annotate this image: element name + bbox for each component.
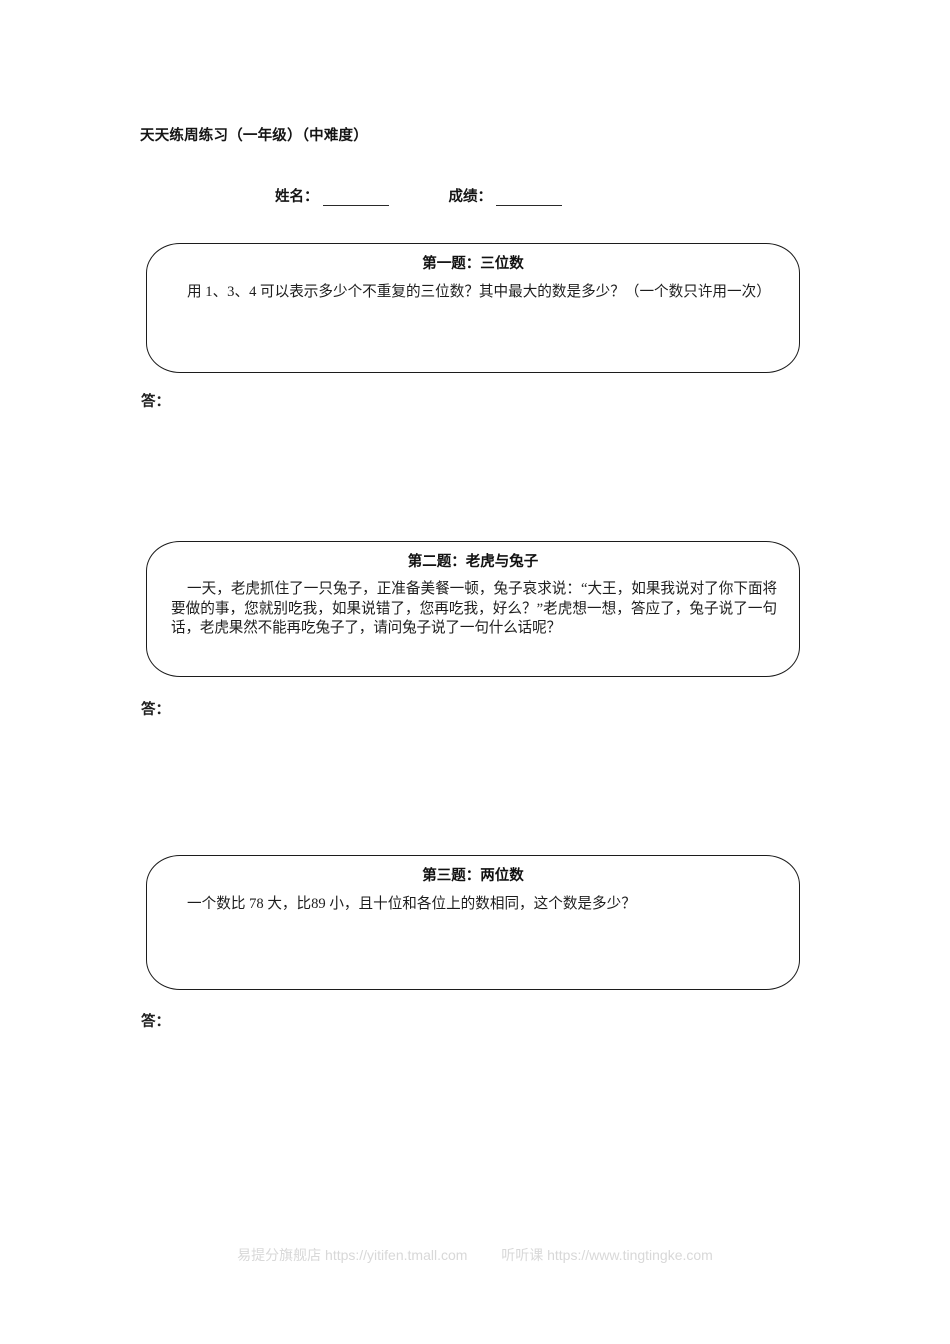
- answer-label-1[interactable]: 答：: [141, 394, 170, 410]
- name-field[interactable]: 姓名：: [275, 185, 389, 206]
- problem-box-2: 第二题：老虎与兔子 一天，老虎抓住了一只兔子，正准备美餐一顿，兔子哀求说：“大王…: [146, 541, 800, 677]
- name-field-blank[interactable]: [322, 191, 389, 206]
- footer-shop-name: 易提分旗舰店: [237, 1247, 322, 1263]
- problem-2-text: 一天，老虎抓住了一只兔子，正准备美餐一顿，兔子哀求说：“大王，如果我说对了你下面…: [171, 581, 777, 637]
- score-field-blank[interactable]: [496, 191, 562, 206]
- footer-watermark: 易提分旗舰店 https://yitifen.tmall.com 听听课 htt…: [0, 1245, 950, 1265]
- footer-site-url: https://www.tingtingke.com: [547, 1247, 713, 1263]
- student-info-row: 姓名： 成绩：: [140, 185, 810, 209]
- problem-2-title: 第二题：老虎与兔子: [407, 554, 539, 570]
- footer-shop-url: https://yitifen.tmall.com: [325, 1247, 468, 1263]
- score-field-label: 成绩：: [448, 189, 493, 205]
- problem-3-text: 一个数比 78 大，比89 小，且十位和各位上的数相同，这个数是多少？: [187, 896, 636, 913]
- problem-box-1: 第一题：三位数 用 1、3、4 可以表示多少个不重复的三位数？其中最大的数是多少…: [146, 243, 800, 373]
- problem-1-title: 第一题：三位数: [422, 256, 524, 272]
- name-field-label: 姓名：: [275, 189, 319, 205]
- answer-label-2[interactable]: 答：: [141, 702, 170, 718]
- answer-label-3[interactable]: 答：: [141, 1014, 170, 1030]
- problem-box-3: 第三题：两位数 一个数比 78 大，比89 小，且十位和各位上的数相同，这个数是…: [146, 855, 800, 990]
- footer-site-name: 听听课: [501, 1247, 544, 1263]
- problem-3-title: 第三题：两位数: [422, 868, 524, 884]
- problem-1-text: 用 1、3、4 可以表示多少个不重复的三位数？其中最大的数是多少？（一个数只许用…: [187, 284, 771, 301]
- score-field[interactable]: 成绩：: [448, 185, 562, 206]
- page-title: 天天练周练习（一年级）（中难度）: [140, 128, 368, 144]
